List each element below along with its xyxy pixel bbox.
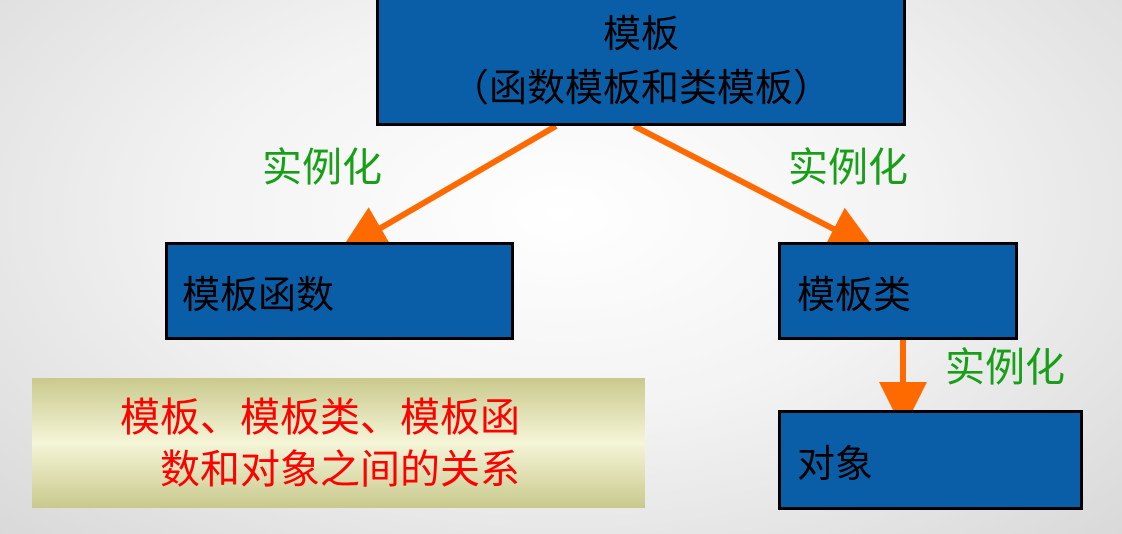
caption-line-1: 模板、模板类、模板函 (120, 395, 520, 441)
node-template-function: 模板函数 (165, 242, 514, 340)
node-template-class: 模板类 (778, 242, 1018, 340)
caption-line-2: 数和对象之间的关系 (160, 447, 520, 493)
node-template-function-label: 模板函数 (182, 272, 335, 317)
node-template-subtitle: （函数模板和类模板） (450, 66, 831, 110)
arrow-template-to-function (339, 123, 558, 253)
node-object: 对象 (778, 410, 1083, 510)
edge-label-template-to-function: 实例化 (262, 145, 382, 191)
arrow-template-to-class (632, 123, 877, 252)
node-template-title: 模板 (602, 12, 679, 56)
edge-label-class-to-object: 实例化 (945, 345, 1065, 391)
node-object-label: 对象 (797, 441, 874, 486)
node-template: 模板 （函数模板和类模板） (376, 0, 906, 126)
caption-box: 模板、模板类、模板函 数和对象之间的关系 (32, 378, 645, 508)
edge-label-template-to-class: 实例化 (788, 145, 908, 191)
node-template-class-label: 模板类 (797, 272, 912, 317)
